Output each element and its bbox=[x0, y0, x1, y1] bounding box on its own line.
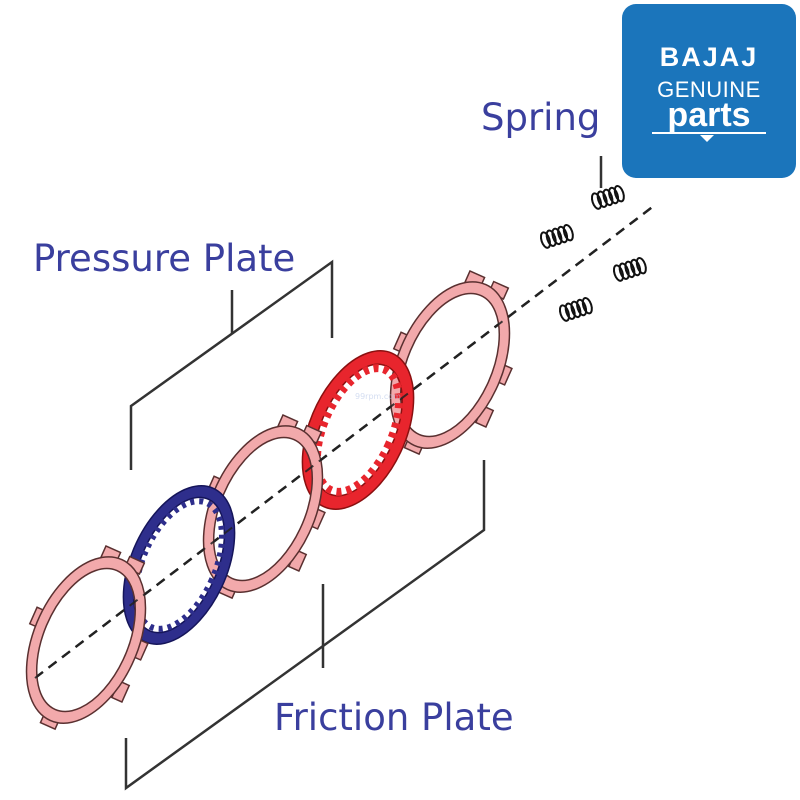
logo-parts-text: parts bbox=[667, 96, 751, 134]
spring-label: Spring bbox=[481, 96, 601, 139]
center-axis-overlay bbox=[34, 204, 656, 679]
spring-1 bbox=[539, 223, 574, 249]
bajaj-genuine-parts-logo: BAJAJ GENUINE parts bbox=[622, 4, 796, 178]
spring-2 bbox=[590, 184, 625, 210]
logo-genuine-text: GENUINE bbox=[657, 77, 761, 102]
logo-brand-text: BAJAJ bbox=[659, 42, 759, 72]
spring-4 bbox=[612, 256, 647, 282]
logo-underline bbox=[652, 132, 766, 134]
watermark-text: 99rpm.com bbox=[355, 392, 401, 401]
friction-plate-label: Friction Plate bbox=[274, 696, 514, 739]
spring-3 bbox=[558, 296, 593, 322]
pressure-plate-leader bbox=[129, 259, 334, 470]
pressure-plate-red bbox=[301, 350, 415, 510]
friction-plate-3 bbox=[202, 414, 326, 600]
pressure-plate-label: Pressure Plate bbox=[33, 237, 296, 280]
friction-plate-1 bbox=[25, 545, 149, 731]
friction-plate-leader bbox=[124, 460, 486, 791]
logo-arrow-icon bbox=[700, 135, 714, 142]
friction-plate-4 bbox=[389, 270, 513, 456]
